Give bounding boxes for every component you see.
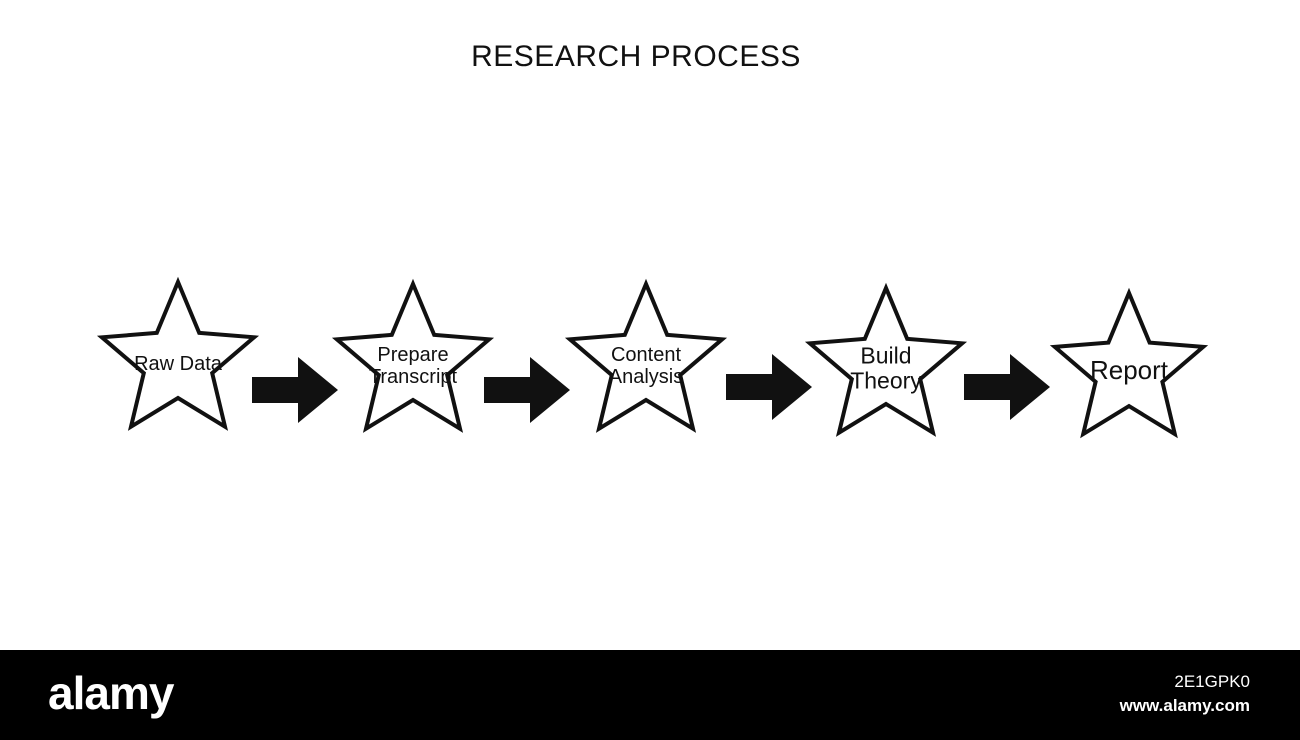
step-label: Transcript <box>369 366 458 388</box>
step-label: Theory <box>850 367 922 393</box>
arrow-right-icon <box>252 357 338 423</box>
watermark-footer: alamy 2E1GPK0 www.alamy.com <box>0 650 1300 740</box>
star-shape <box>331 278 495 433</box>
step-1: Raw Data <box>96 276 260 431</box>
step-label: Analysis <box>609 366 683 388</box>
image-id: 2E1GPK0 <box>1174 672 1250 691</box>
step-5: Report <box>1049 287 1209 439</box>
star-shape <box>564 278 728 433</box>
step-label: Prepare <box>377 344 448 366</box>
step-label: Report <box>1090 355 1169 385</box>
diagram-title: RESEARCH PROCESS <box>471 40 801 73</box>
step-label: Build <box>860 343 911 369</box>
star-shape <box>1049 287 1209 439</box>
site-url: www.alamy.com <box>1119 696 1250 715</box>
brand-logo: alamy <box>48 667 174 719</box>
star-shape <box>804 282 968 437</box>
step-label: Raw Data <box>134 353 223 375</box>
star-shape <box>96 276 260 431</box>
arrow-right-icon <box>726 354 812 420</box>
arrow-right-icon <box>964 354 1050 420</box>
step-label: Content <box>611 344 681 366</box>
arrow-right-icon <box>484 357 570 423</box>
